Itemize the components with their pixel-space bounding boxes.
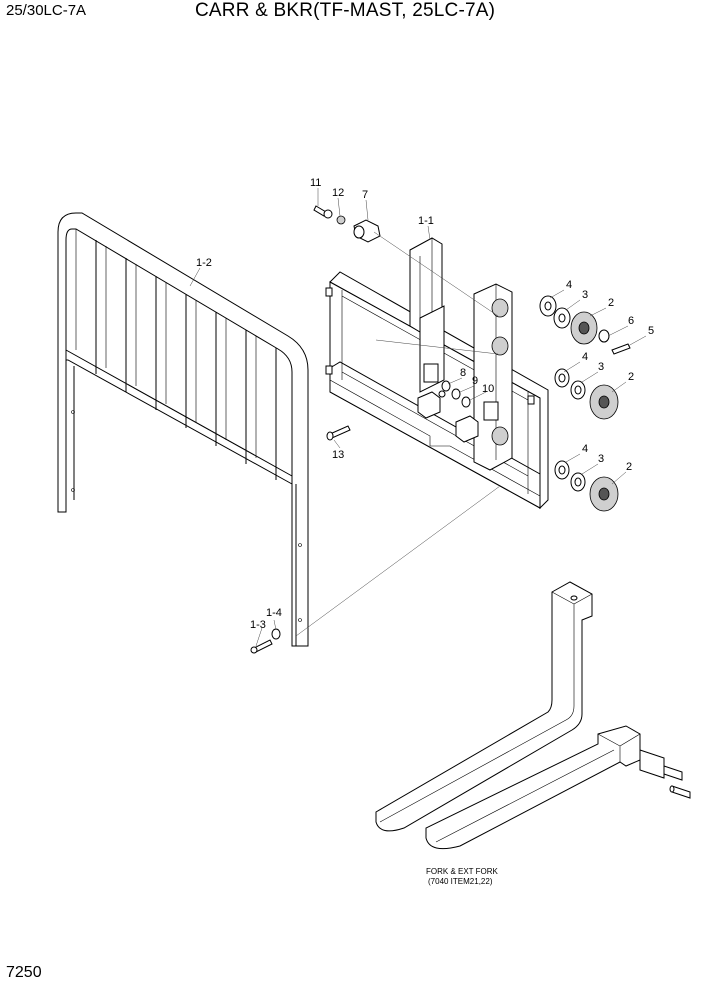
callout-3-bot: 3 xyxy=(598,453,604,465)
callout-4-mid: 4 xyxy=(582,351,588,363)
callout-labels: 11 12 7 1-1 1-2 4 3 2 6 5 4 3 2 8 9 10 1… xyxy=(196,177,654,886)
roller-stack-bottom xyxy=(554,460,619,512)
chain-anchor-parts xyxy=(417,363,499,443)
callout-10: 10 xyxy=(482,383,494,395)
callout-8: 8 xyxy=(460,367,466,379)
callout-2-mid: 2 xyxy=(628,371,634,383)
callout-2-top: 2 xyxy=(608,297,614,309)
callout-1-2: 1-2 xyxy=(196,257,212,269)
leader-lines xyxy=(189,188,647,647)
page-title: CARR & BKR(TF-MAST, 25LC-7A) xyxy=(195,0,496,21)
callout-5: 5 xyxy=(648,325,654,337)
callout-4-top: 4 xyxy=(566,279,572,291)
page-number: 7250 xyxy=(6,964,42,981)
callout-11: 11 xyxy=(310,177,321,189)
callout-6: 6 xyxy=(628,315,634,327)
fork-note-line2: (7040 ITEM21,22) xyxy=(428,877,493,886)
callout-12: 12 xyxy=(332,187,344,199)
fork-assembly xyxy=(375,581,691,850)
fork-note-line1: FORK & EXT FORK xyxy=(426,867,499,876)
bolt-13 xyxy=(326,425,351,441)
callout-1-4: 1-4 xyxy=(266,607,282,619)
roller-bracket xyxy=(473,283,513,471)
top-screw-parts xyxy=(313,205,381,243)
callout-1-3: 1-3 xyxy=(250,619,266,631)
callout-3-mid: 3 xyxy=(598,361,604,373)
backrest-bolts xyxy=(250,628,281,654)
callout-13: 13 xyxy=(332,449,344,461)
load-backrest xyxy=(57,212,309,647)
callout-7: 7 xyxy=(362,189,368,201)
callout-4-bot: 4 xyxy=(582,443,588,455)
callout-2-bot: 2 xyxy=(626,461,632,473)
roller-stack-top xyxy=(539,295,631,355)
model-code: 25/30LC-7A xyxy=(6,2,87,19)
callout-9: 9 xyxy=(472,375,478,387)
callout-1-1: 1-1 xyxy=(418,215,434,227)
roller-stack-mid xyxy=(554,368,619,420)
callout-3-top: 3 xyxy=(582,289,588,301)
